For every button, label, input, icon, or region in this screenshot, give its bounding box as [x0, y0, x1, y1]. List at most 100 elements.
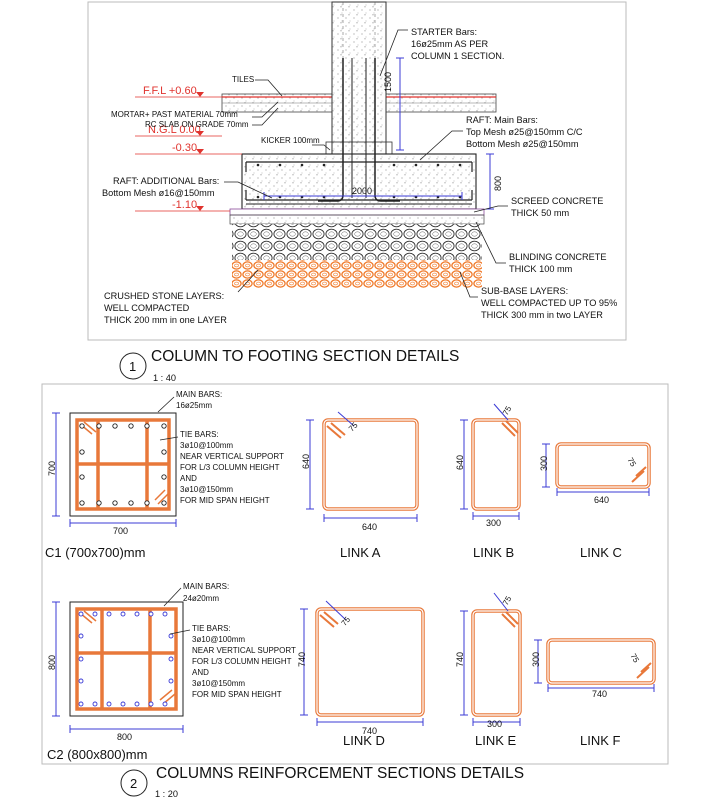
sub-base-compaction: WELL COMPACTED UP TO 95%	[481, 298, 617, 308]
link-f-dim-h: 300	[531, 652, 541, 667]
blinding-label: BLINDING CONCRETE	[509, 252, 607, 262]
level-markers	[135, 92, 242, 212]
c2-leaders	[163, 587, 191, 635]
link-a-hook: 75	[347, 420, 360, 433]
link-f-shape	[534, 638, 656, 692]
dim-800: 800	[493, 176, 503, 191]
sub-base-thick: THICK 300 mm in two LAYER	[481, 310, 603, 320]
level-110: -1.10	[172, 199, 197, 211]
link-f-hook: 75	[629, 652, 642, 665]
kicker-label: KICKER 100mm	[261, 136, 320, 145]
section-2-number-circle	[120, 769, 148, 797]
c2-tie-midspan: FOR MID SPAN HEIGHT	[192, 690, 282, 699]
c2-tie-spec-2: 3ø10@150mm	[192, 679, 245, 688]
starter-bars-label: STARTER Bars:	[411, 27, 477, 37]
c1-dim-height: 700	[47, 461, 57, 476]
c2-tie-spec-1: 3ø10@100mm	[192, 635, 245, 644]
c1-tie-spec-1: 3ø10@100mm	[180, 441, 233, 450]
tiles-label: TILES	[232, 75, 254, 84]
c1-main-bars-spec: 16ø25mm	[176, 401, 212, 410]
link-d-dim-h: 740	[297, 652, 307, 667]
c2-tie-l3: FOR L/3 COLUMN HEIGHT	[192, 657, 292, 666]
section-1-title: COLUMN TO FOOTING SECTION DETAILS	[151, 348, 459, 365]
link-b-label: LINK B	[473, 545, 514, 560]
section-1-number-circle	[119, 352, 147, 380]
link-c-dim-h: 300	[539, 456, 549, 471]
starter-bars-ref: COLUMN 1 SECTION.	[411, 51, 504, 61]
section-1-leaders	[224, 29, 508, 298]
raft-bottom-mesh: Bottom Mesh ø25@150mm	[466, 139, 579, 149]
c2-main-bars-label: MAIN BARS:	[183, 582, 229, 591]
c2-main-bars-spec: 24ø20mm	[183, 594, 219, 603]
link-a-dim-h: 640	[301, 454, 311, 469]
section-2-scale: 1 : 20	[155, 789, 178, 799]
c1-caption: C1 (700x700)mm	[45, 545, 145, 560]
link-b-dim-w: 300	[486, 518, 501, 528]
section-2-title: COLUMNS REINFORCEMENT SECTIONS DETAILS	[156, 765, 524, 782]
starter-bars-spec: 16ø25mm AS PER	[411, 39, 488, 49]
c1-column-section	[69, 412, 177, 517]
link-a-label: LINK A	[340, 545, 381, 560]
dim-1500: 1500	[383, 72, 393, 92]
section-2-number: 2	[130, 776, 137, 791]
c2-dimensions	[52, 601, 184, 733]
screed-thick: THICK 50 mm	[511, 208, 570, 218]
raft-additional-spec: Bottom Mesh ø16@150mm	[102, 188, 215, 198]
c1-tie-and: AND	[180, 474, 197, 483]
link-c-shape	[542, 442, 651, 496]
link-a-dim-w: 640	[362, 522, 377, 532]
c1-main-bars-label: MAIN BARS:	[176, 390, 222, 399]
dim-2000: 2000	[352, 186, 372, 196]
link-e-dim-h: 740	[455, 652, 465, 667]
mortar-label: MORTAR+ PAST MATERIAL 70mm	[111, 110, 238, 119]
raft-additional-label: RAFT: ADDITIONAL Bars:	[113, 176, 219, 186]
c2-tie-support: NEAR VERTICAL SUPPORT	[192, 646, 296, 655]
crushed-stone-compaction: WELL COMPACTED	[104, 303, 190, 313]
link-f-label: LINK F	[580, 733, 621, 748]
c2-caption: C2 (800x800)mm	[47, 747, 147, 762]
link-f-dim-w: 740	[592, 689, 607, 699]
column	[331, 1, 387, 155]
crushed-stone-thick: THICK 200 mm in one LAYER	[104, 315, 227, 325]
raft-main-bars-label: RAFT: Main Bars:	[466, 115, 538, 125]
link-c-label: LINK C	[580, 545, 622, 560]
level-ngl: N.G.L 0.00	[148, 124, 201, 136]
c2-dim-height: 800	[47, 655, 57, 670]
link-b-shape	[460, 403, 521, 520]
c1-tie-l3: FOR L/3 COLUMN HEIGHT	[180, 463, 280, 472]
c1-leaders	[157, 396, 179, 441]
link-d-hook: 75	[339, 615, 352, 628]
blinding-thick: THICK 100 mm	[509, 264, 573, 274]
screed-label: SCREED CONCRETE	[511, 196, 603, 206]
c1-tie-spec-2: 3ø10@150mm	[180, 485, 233, 494]
c1-tie-support: NEAR VERTICAL SUPPORT	[180, 452, 284, 461]
raft-footing	[241, 58, 477, 210]
c1-tie-bars-label: TIE BARS:	[180, 430, 219, 439]
sub-base-layer	[232, 260, 482, 288]
c2-dim-width: 800	[117, 732, 132, 742]
rc-slab-label: RC SLAB ON GRADE 70mm	[145, 120, 249, 129]
link-c-hook: 75	[626, 456, 639, 469]
link-b-dim-h: 640	[455, 455, 465, 470]
level-ffl: F.F.L +0.60	[143, 85, 197, 97]
link-e-dim-w: 300	[487, 719, 502, 729]
c1-dim-width: 700	[113, 526, 128, 536]
link-d-label: LINK D	[343, 733, 385, 748]
link-c-dim-w: 640	[594, 495, 609, 505]
section-2-frame	[41, 383, 669, 765]
section-1-dimensions	[263, 57, 494, 210]
c1-dimensions	[52, 412, 177, 527]
level-030: -0.30	[172, 142, 197, 154]
link-d-dim-w: 740	[362, 726, 377, 736]
raft-top-mesh: Top Mesh ø25@150mm C/C	[466, 127, 583, 137]
link-e-label: LINK E	[475, 733, 517, 748]
link-d-shape	[300, 600, 425, 726]
section-1-scale: 1 : 40	[153, 373, 176, 383]
crushed-stone-layer	[232, 224, 482, 260]
crushed-stone-label: CRUSHED STONE LAYERS:	[104, 291, 224, 301]
screed-layer	[229, 208, 485, 216]
sub-base-label: SUB-BASE LAYERS:	[481, 286, 568, 296]
c2-tie-and: AND	[192, 668, 209, 677]
section-1-number: 1	[129, 359, 136, 374]
